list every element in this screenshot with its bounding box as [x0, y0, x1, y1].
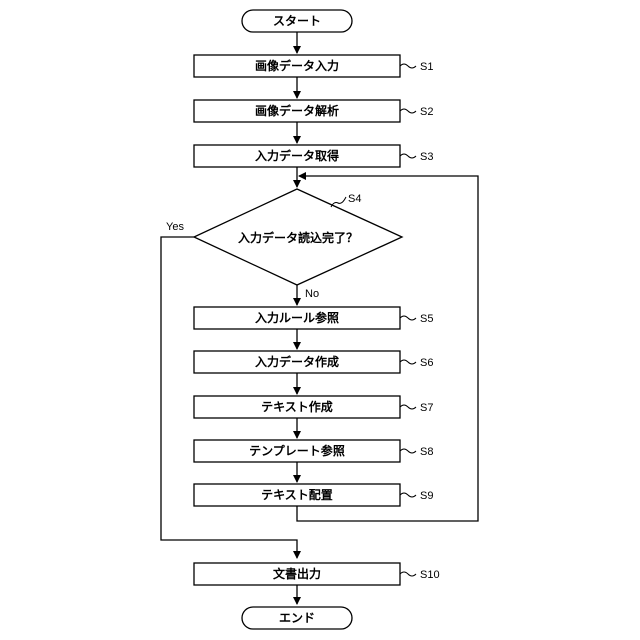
step-id-s9: S9 — [420, 490, 433, 502]
step-id-s3: S3 — [420, 151, 433, 163]
step-id-s1: S1 — [420, 61, 433, 73]
step-connector-s7 — [400, 405, 416, 409]
end-terminator: エンド — [242, 607, 352, 629]
process-box-s3: 入力データ取得 S3 — [194, 145, 433, 167]
step-id-s6: S6 — [420, 357, 433, 369]
decision-s4: 入力データ読込完了？ S4 — [194, 189, 402, 285]
step-id-s2: S2 — [420, 106, 433, 118]
step-connector-s2 — [400, 109, 416, 113]
no-label: No — [305, 288, 319, 300]
process-label-s5: 入力ルール参照 — [255, 310, 339, 325]
process-box-s1: 画像データ入力 S1 — [194, 55, 433, 77]
step-connector-s5 — [400, 316, 416, 320]
decision-label: 入力データ読込完了？ — [238, 230, 358, 245]
start-label: スタート — [273, 14, 321, 28]
step-connector-s1 — [400, 64, 416, 68]
step-connector-s8 — [400, 449, 416, 453]
step-id-s8: S8 — [420, 446, 433, 458]
end-label: エンド — [279, 611, 315, 625]
process-label-s8: テンプレート参照 — [249, 443, 345, 458]
process-box-s2: 画像データ解析 S2 — [194, 100, 433, 122]
process-label-s6: 入力データ作成 — [255, 354, 339, 369]
step-id-s4: S4 — [348, 193, 361, 205]
process-label-s10: 文書出力 — [273, 566, 321, 581]
step-connector-s9 — [400, 493, 416, 497]
step-connector-s3 — [400, 154, 416, 158]
process-box-s6: 入力データ作成 S6 — [194, 351, 433, 373]
step-id-s7: S7 — [420, 402, 433, 414]
process-box-s9: テキスト配置 S9 — [194, 484, 433, 506]
process-box-s10: 文書出力 S10 — [194, 563, 440, 585]
process-box-s7: テキスト作成 S7 — [194, 396, 433, 418]
step-id-s5: S5 — [420, 313, 433, 325]
yes-label: Yes — [166, 221, 184, 233]
step-id-s10: S10 — [420, 569, 440, 581]
process-label-s3: 入力データ取得 — [255, 148, 339, 163]
start-terminator: スタート — [242, 10, 352, 32]
process-box-s5: 入力ルール参照 S5 — [194, 307, 433, 329]
process-label-s7: テキスト作成 — [261, 399, 333, 414]
process-label-s1: 画像データ入力 — [255, 58, 339, 73]
step-connector-s6 — [400, 360, 416, 364]
process-label-s9: テキスト配置 — [261, 487, 333, 502]
process-box-s8: テンプレート参照 S8 — [194, 440, 433, 462]
process-label-s2: 画像データ解析 — [255, 103, 339, 118]
step-connector-s10 — [400, 572, 416, 576]
